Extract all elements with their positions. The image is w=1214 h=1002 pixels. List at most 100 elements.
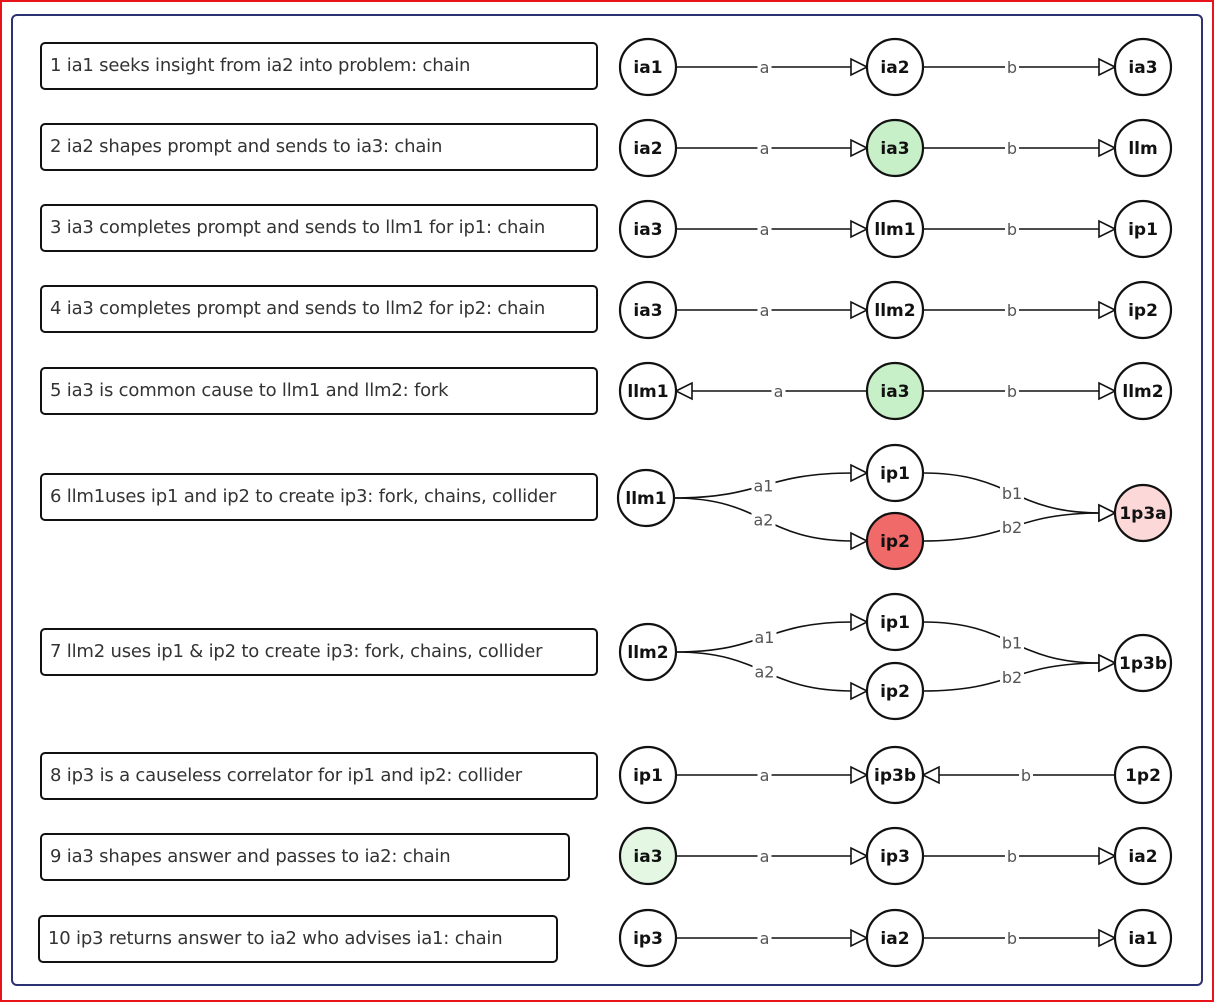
arrowhead-icon bbox=[850, 681, 869, 701]
arrowhead-icon bbox=[1098, 300, 1117, 320]
node-ia3: ia3 bbox=[865, 118, 925, 178]
arrowhead-icon bbox=[850, 765, 869, 785]
row-label-9: 9 ia3 shapes answer and passes to ia2: c… bbox=[40, 833, 570, 881]
arrowhead-icon bbox=[1098, 138, 1117, 158]
edge-label: a bbox=[760, 929, 770, 948]
node-ia1: ia1 bbox=[618, 37, 678, 97]
edge-label: b bbox=[1007, 382, 1017, 401]
node-label: llm2 bbox=[1122, 382, 1163, 402]
node-label: ia3 bbox=[633, 847, 662, 867]
node-llm1: llm1 bbox=[865, 199, 925, 259]
graph-row-1: a b ia1 ia2 ia3 bbox=[618, 37, 1173, 97]
edge-b: b bbox=[923, 57, 1117, 77]
node-label: ia3 bbox=[880, 139, 909, 159]
arrowhead-icon bbox=[921, 765, 940, 785]
edge-b: b bbox=[923, 219, 1117, 239]
arrowhead-icon bbox=[850, 57, 869, 77]
edge-label: b bbox=[1021, 766, 1031, 785]
edge-a: a bbox=[676, 300, 869, 320]
graph-row-10: a b ip3 ia2 ia1 bbox=[618, 908, 1173, 968]
edge-label: a bbox=[760, 58, 770, 77]
node-label: ia1 bbox=[1128, 929, 1157, 949]
arrowhead-icon bbox=[850, 928, 869, 948]
row-label-5: 5 ia3 is common cause to llm1 and llm2: … bbox=[40, 367, 598, 415]
node-ia3: ia3 bbox=[618, 199, 678, 259]
edge-b: b bbox=[923, 300, 1117, 320]
node-label: 1p3b bbox=[1119, 654, 1167, 674]
node-label: llm1 bbox=[874, 220, 915, 240]
node-label: ia1 bbox=[633, 58, 662, 78]
row-label-2: 2 ia2 shapes prompt and sends to ia3: ch… bbox=[40, 123, 598, 171]
arrowhead-icon bbox=[850, 138, 869, 158]
row-label-10: 10 ip3 returns answer to ia2 who advises… bbox=[38, 915, 558, 963]
arrowhead-icon bbox=[850, 300, 869, 320]
edge-a: a bbox=[676, 765, 869, 785]
edge-a: a bbox=[676, 219, 869, 239]
node-ia2: ia2 bbox=[865, 37, 925, 97]
node-label: ip2 bbox=[880, 532, 910, 552]
arrowhead-icon bbox=[1098, 219, 1117, 239]
arrowhead-icon bbox=[850, 612, 869, 632]
node-label: llm1 bbox=[627, 382, 668, 402]
node-label: llm2 bbox=[874, 301, 915, 321]
edge-a: a bbox=[676, 846, 869, 866]
node-label: ip1 bbox=[633, 766, 663, 786]
node-llm1: llm1 bbox=[616, 468, 676, 528]
row-label-8: 8 ip3 is a causeless correlator for ip1 … bbox=[40, 752, 598, 800]
edge-b: b bbox=[923, 138, 1117, 158]
node-label: ip2 bbox=[880, 682, 910, 702]
edge-label: b1 bbox=[1002, 484, 1022, 503]
edge-label: b bbox=[1007, 58, 1017, 77]
graph-row-4: a b ia3 llm2 ip2 bbox=[618, 280, 1173, 340]
edge-b2: b2 bbox=[922, 503, 1117, 542]
edge-label: a1 bbox=[754, 477, 774, 496]
node-label: ia3 bbox=[1128, 58, 1157, 78]
arrowhead-icon bbox=[1098, 653, 1117, 673]
edge-a2: a2 bbox=[675, 651, 869, 701]
edge-a: a bbox=[674, 381, 867, 401]
node-label: ia2 bbox=[880, 929, 909, 949]
node-ia3: ia3 bbox=[618, 826, 678, 886]
node-label: llm2 bbox=[627, 643, 668, 663]
arrowhead-icon bbox=[1098, 381, 1117, 401]
edge-label: a bbox=[760, 847, 770, 866]
node-label: ia3 bbox=[633, 301, 662, 321]
arrowhead-icon bbox=[850, 463, 869, 483]
row-label-7: 7 llm2 uses ip1 & ip2 to create ip3: for… bbox=[40, 628, 598, 676]
graph-row-3: a b ia3 llm1 ip1 bbox=[618, 199, 1173, 259]
edge-label: b1 bbox=[1002, 634, 1022, 653]
node-ia3: ia3 bbox=[1113, 37, 1173, 97]
node-llm1: llm1 bbox=[618, 361, 678, 421]
edge-label: a bbox=[760, 301, 770, 320]
edge-b2: b2 bbox=[922, 653, 1117, 692]
arrowhead-icon bbox=[850, 846, 869, 866]
edge-label: a2 bbox=[755, 663, 775, 682]
node-label: ia2 bbox=[880, 58, 909, 78]
node-label: ip1 bbox=[1128, 220, 1158, 240]
diagram-panel bbox=[11, 14, 1203, 986]
node-ia3: ia3 bbox=[865, 361, 925, 421]
row-label-3: 3 ia3 completes prompt and sends to llm1… bbox=[40, 204, 598, 252]
edge-label: a bbox=[760, 766, 770, 785]
edge-label: b bbox=[1007, 929, 1017, 948]
node-label: ip3 bbox=[880, 847, 910, 867]
node-llm2: llm2 bbox=[1113, 361, 1173, 421]
node-label: 1p2 bbox=[1125, 766, 1161, 786]
arrowhead-icon bbox=[850, 531, 869, 551]
node-label: ip3 bbox=[633, 929, 663, 949]
node-ia2: ia2 bbox=[618, 118, 678, 178]
edge-label: b2 bbox=[1002, 668, 1022, 687]
edge-a: a bbox=[676, 928, 869, 948]
node-ip2: ip2 bbox=[1113, 280, 1173, 340]
edge-label: a bbox=[760, 220, 770, 239]
node-ia3: ia3 bbox=[618, 280, 678, 340]
edge-a: a bbox=[676, 138, 869, 158]
node-ip1: ip1 bbox=[1113, 199, 1173, 259]
